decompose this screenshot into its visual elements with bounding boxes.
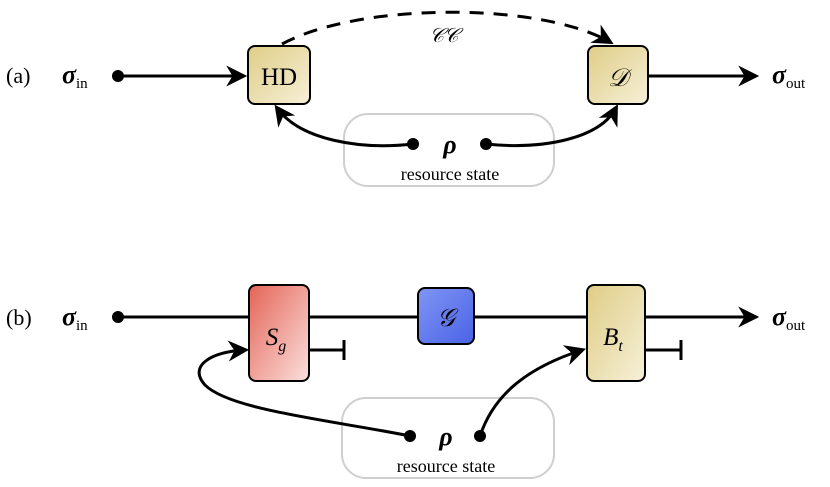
panel-b-sigma-out: σout (772, 302, 806, 334)
panel-a-sigma-in: σin (62, 60, 88, 92)
panel-b-resource-container (341, 397, 555, 479)
panel-a-sigma-out: σout (772, 60, 806, 92)
panel-b-g-label: 𝒢 (437, 305, 459, 332)
panel-b-sg-label: Sg (266, 324, 287, 355)
panel-a-tag: (a) (6, 63, 30, 88)
panel-a-rho-to-hd (274, 104, 414, 148)
panel-b-tag: (b) (6, 305, 32, 330)
panel-a-rho: ρ (442, 130, 456, 159)
panel-a-resource-caption: resource state (401, 164, 499, 184)
panel-a-classical-channel (281, 10, 614, 46)
panel-b-rho-to-bt (478, 345, 586, 437)
panel-b-bt-label: Bt (603, 324, 623, 355)
panel-a-cc-label: 𝒞𝒞 (429, 25, 464, 47)
panel-b-sigma-in: σin (62, 302, 88, 334)
panel-b-g-box (417, 287, 475, 345)
panel-a-hd-label: HD (261, 64, 297, 91)
panel-a: (a) σin HD 𝒞𝒞 𝒟 σout ρ resource state (6, 10, 806, 187)
panel-b: (b) σin Sg 𝒢 Bt σout ρ resource state (6, 284, 806, 479)
panel-a-resource-container (343, 113, 555, 187)
panel-b-bt-box (586, 284, 646, 382)
panel-a-rho-to-d (485, 104, 618, 147)
panel-b-rho-to-sg (197, 340, 411, 438)
panel-a-hd-box (247, 45, 311, 105)
panel-b-rho: ρ (438, 422, 452, 451)
panel-b-resource-caption: resource state (397, 456, 495, 476)
panel-b-sg-box (248, 284, 310, 382)
